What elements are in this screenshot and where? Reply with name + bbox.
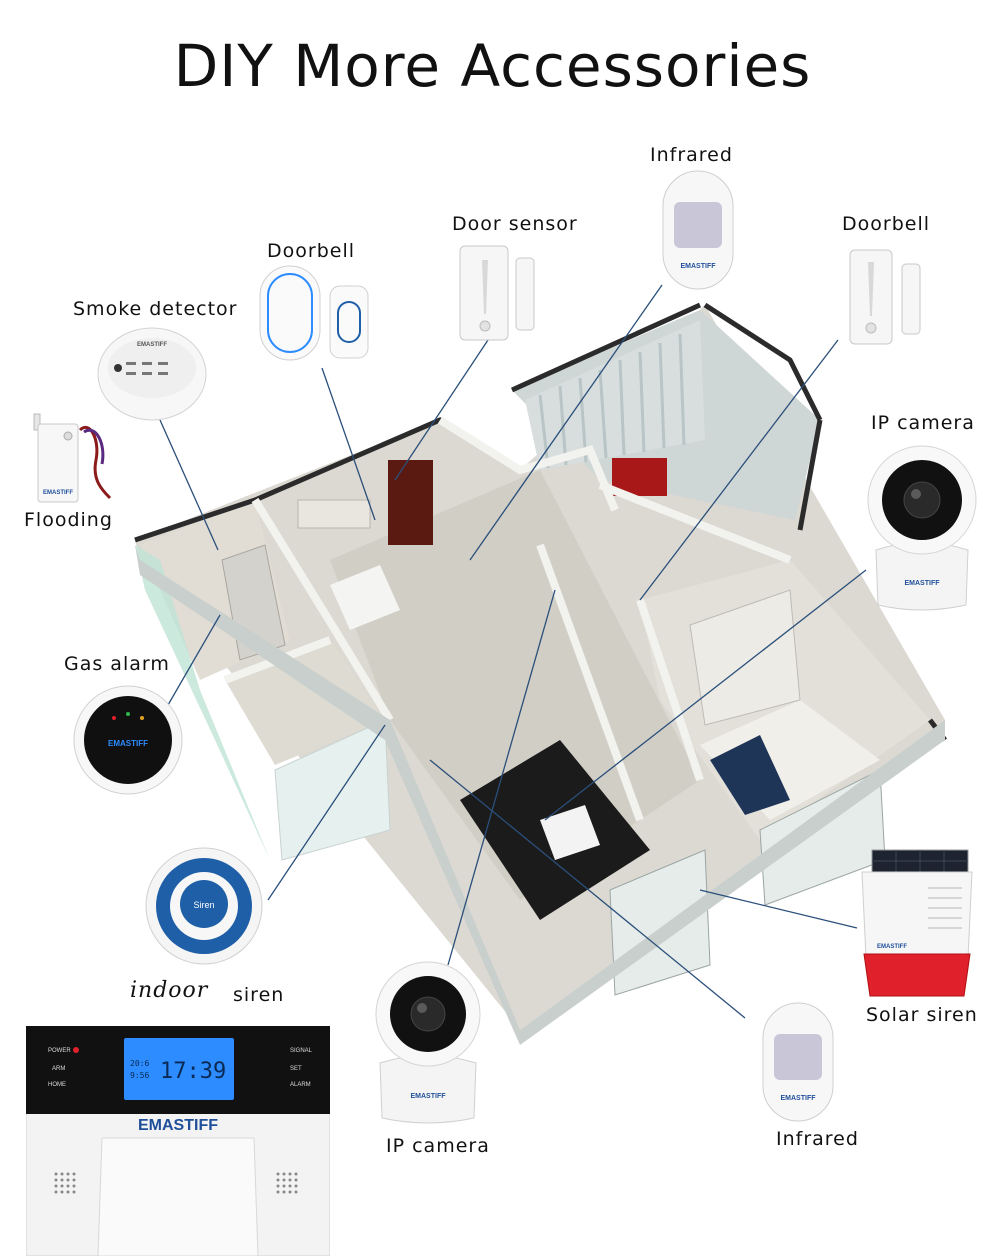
door	[388, 460, 433, 545]
glass-window-left	[135, 545, 270, 860]
ip-camera-bottom-device: EMASTIFF	[375, 961, 481, 1124]
flooding-label: Flooding	[24, 509, 113, 531]
key-label-signal: SIGNAL	[290, 1048, 313, 1054]
infrared-bottom-label: Infrared	[776, 1128, 859, 1150]
door-sensor-label: Door sensor	[452, 213, 578, 235]
wall-art	[297, 499, 371, 529]
doorbell-right-label: Doorbell	[842, 213, 930, 235]
brand-text: EMASTIFF	[681, 263, 717, 270]
glass-window-bottom	[274, 719, 391, 861]
pir-lens	[674, 202, 722, 248]
infrared-sensor-top: EMASTIFF	[662, 170, 734, 290]
ip-camera-right-label: IP camera	[871, 412, 975, 434]
brand-text: EMASTIFF	[108, 739, 148, 748]
doorbell-left-device	[259, 265, 369, 361]
lcd-screen	[124, 1038, 234, 1100]
speaker-grille-left	[54, 1172, 76, 1194]
door-sensor-device	[459, 245, 535, 341]
solar-siren-label: Solar siren	[866, 1004, 978, 1026]
siren-label: siren	[233, 984, 285, 1006]
wardrobe	[689, 589, 801, 726]
flooding-sensor-device: EMASTIFF	[33, 413, 112, 503]
key-label-alarm: ALARM	[290, 1082, 311, 1088]
panel-front-cover	[97, 1137, 259, 1256]
gas-alarm-label: Gas alarm	[64, 653, 170, 675]
living-floor	[330, 470, 700, 900]
bed-blanket	[710, 735, 790, 815]
pir-lens	[774, 1034, 822, 1080]
doorbell-left-label: Doorbell	[267, 240, 355, 262]
brand-text: EMASTIFF	[781, 1095, 817, 1102]
brand-text: EMASTIFF	[905, 580, 941, 587]
page-title: DIY More Accessories	[173, 32, 812, 100]
coffee-table	[540, 805, 600, 860]
key-label-home: HOME	[48, 1082, 66, 1088]
dining-table	[330, 565, 400, 630]
smoke-detector-device: EMASTIFF	[97, 327, 207, 421]
panel-brand-text: EMASTIFF	[138, 1117, 218, 1134]
lcd-small-1: 20:6	[130, 1059, 149, 1068]
outer-wall-left	[135, 545, 390, 740]
indoor-siren-device: Siren	[145, 847, 263, 965]
brand-text: EMASTIFF	[43, 490, 73, 496]
gas-alarm-device: EMASTIFF	[73, 685, 183, 795]
key-label-set: SET	[290, 1066, 302, 1072]
infrared-top-label: Infrared	[650, 144, 733, 166]
speaker-grille-right	[276, 1172, 298, 1194]
key-label-power: POWER	[48, 1048, 71, 1054]
lcd-small-2: 9:56	[130, 1071, 149, 1080]
red-light	[863, 953, 971, 997]
alarm-panel-device: 20:6 9:56 17:39 POWER ARM HOME SIGNAL SE…	[26, 1026, 330, 1256]
bathroom-lower	[225, 640, 385, 765]
ip-camera-right-device: EMASTIFF	[867, 445, 977, 611]
solar-siren-device: EMASTIFF	[861, 849, 973, 997]
brand-text: EMASTIFF	[411, 1093, 447, 1100]
brand-text: EMASTIFF	[877, 944, 907, 950]
lcd-time: 17:39	[160, 1059, 226, 1084]
infrared-sensor-bottom: EMASTIFF	[762, 1002, 834, 1122]
ip-camera-bottom-label: IP camera	[386, 1135, 490, 1157]
brand-text: EMASTIFF	[137, 342, 167, 348]
siren-button-text: Siren	[193, 900, 214, 910]
indoor-label: indoor	[130, 978, 209, 1003]
power-led	[73, 1047, 79, 1053]
doorbell-right-device	[849, 249, 921, 345]
key-label-arm: ARM	[52, 1066, 65, 1072]
smoke-detector-label: Smoke detector	[73, 298, 238, 320]
connector-lines	[159, 284, 867, 1019]
